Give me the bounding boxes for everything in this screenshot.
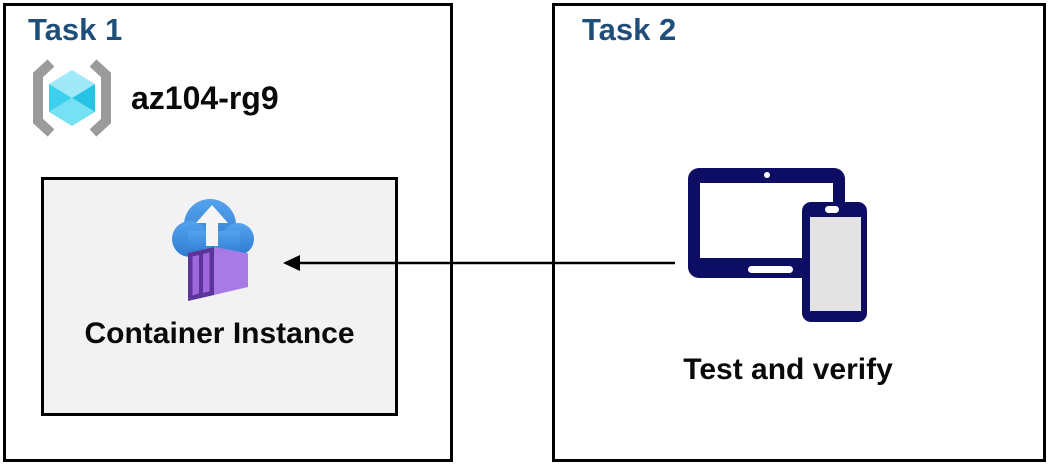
test-and-verify-label: Test and verify bbox=[683, 353, 893, 386]
task2-title: Task 2 bbox=[582, 12, 677, 47]
resource-group-name: az104-rg9 bbox=[131, 80, 279, 116]
phone-shape bbox=[802, 202, 867, 322]
container-shape bbox=[188, 247, 248, 301]
upload-arrow bbox=[196, 205, 228, 246]
resource-group-icon bbox=[33, 59, 111, 137]
task1-title: Task 1 bbox=[28, 12, 123, 47]
container-instance-icon bbox=[172, 199, 254, 301]
container-instance-label: Container Instance bbox=[84, 317, 355, 350]
tablet-phone-icon bbox=[688, 168, 867, 322]
